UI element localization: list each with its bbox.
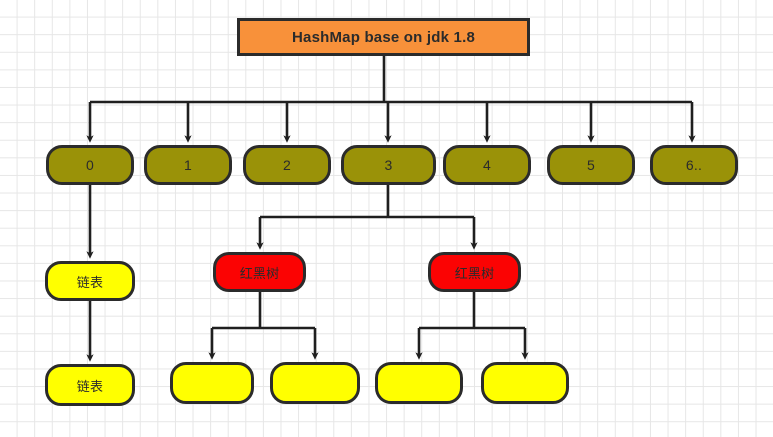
red-black-tree-node-left[interactable]: 红黑树: [213, 252, 306, 292]
leaf-node-2[interactable]: [270, 362, 360, 404]
bucket-node-0[interactable]: 0: [46, 145, 134, 185]
chain-node-2[interactable]: 链表: [45, 364, 135, 406]
bucket-node-3[interactable]: 3: [341, 145, 436, 185]
leaf-node-3[interactable]: [375, 362, 463, 404]
bucket-node-4[interactable]: 4: [443, 145, 531, 185]
red-black-tree-node-right[interactable]: 红黑树: [428, 252, 521, 292]
root-node-hashmap[interactable]: HashMap base on jdk 1.8: [237, 18, 530, 56]
bucket-node-6[interactable]: 6..: [650, 145, 738, 185]
bucket-node-1[interactable]: 1: [144, 145, 232, 185]
bucket-node-2[interactable]: 2: [243, 145, 331, 185]
leaf-node-4[interactable]: [481, 362, 569, 404]
bucket-node-5[interactable]: 5: [547, 145, 635, 185]
leaf-node-1[interactable]: [170, 362, 254, 404]
chain-node-1[interactable]: 链表: [45, 261, 135, 301]
